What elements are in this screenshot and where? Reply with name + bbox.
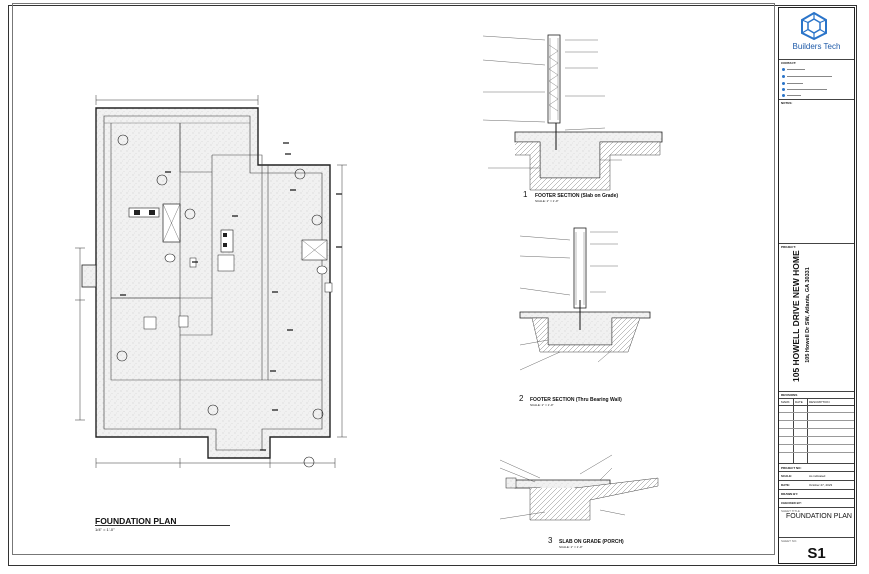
notes-cell: NOTES: (779, 100, 854, 244)
sheet-title: FOUNDATION PLAN (786, 513, 852, 520)
detail-2-drawing (519, 227, 651, 371)
revisions-row-line (779, 452, 854, 453)
sheet-number-cell: SHEET NO. S1 (779, 538, 854, 563)
contact-line (787, 76, 832, 77)
contact-line (787, 95, 801, 96)
drawing-area-border (12, 3, 775, 555)
project-address: 105 Howell Dr SW, Atlanta, GA 30331 (805, 267, 811, 363)
sheet-number-small: SHEET NO. (781, 539, 798, 543)
project-no-cell: PROJECT NO: (779, 464, 854, 472)
detail-3-number: 3 (548, 536, 553, 545)
revisions-table: MARK DATE DESCRIPTION (779, 398, 854, 464)
sheet-title-small: SHEET TITLE (781, 509, 800, 513)
contact-header: CONTACT: (781, 61, 797, 65)
detail-2-scale: SCALE: 1" = 1'-0" (530, 403, 554, 407)
revisions-col-divider (807, 398, 808, 464)
revision-column-mark: MARK (781, 400, 790, 404)
detail-3-title: SLAB ON GRADE (PORCH) (559, 539, 624, 545)
email-icon (782, 75, 785, 78)
checked-by-cell: CHECKED BY: (779, 499, 854, 508)
detail-3-drawing (499, 454, 659, 521)
detail-2-title: FOOTER SECTION (Thru Bearing Wall) (530, 397, 622, 403)
web-icon (782, 88, 785, 91)
drawn-by-cell: DRAWN BY: (779, 490, 854, 499)
revisions-header: REVISIONS (781, 393, 798, 397)
detail-2-number: 2 (519, 394, 524, 403)
date-label: DATE: (781, 483, 790, 487)
revisions-cell: REVISIONS MARK DATE DESCRIPTION (779, 392, 854, 464)
sheet-number: S1 (807, 545, 826, 562)
contact-line (787, 89, 827, 90)
revision-column-date: DATE (795, 400, 803, 404)
revisions-row-line (779, 444, 854, 445)
checked-by-label: CHECKED BY: (781, 501, 802, 505)
plan-title: FOUNDATION PLAN (95, 516, 177, 526)
contact-cell: CONTACT: (779, 60, 854, 100)
revisions-row-line (779, 412, 854, 413)
detail-1-drawing (482, 34, 663, 191)
contact-line (787, 69, 805, 70)
contact-person-icon (782, 82, 785, 85)
plan-scale: 1/4" = 1'-0" (95, 527, 115, 532)
project-no-label: PROJECT NO: (781, 466, 802, 470)
instagram-icon (782, 94, 785, 97)
revisions-table-header: MARK DATE DESCRIPTION (779, 398, 854, 406)
revisions-row-line (779, 420, 854, 421)
date-cell: DATE: October 27, 2023 (779, 481, 854, 490)
plan-title-underline (95, 525, 230, 526)
drawn-by-label: DRAWN BY: (781, 492, 799, 496)
project-name: 105 HOWELL DRIVE NEW HOME (791, 250, 801, 382)
project-header: PROJECT: (781, 245, 796, 249)
revisions-col-divider (793, 398, 794, 464)
phone-icon (782, 68, 785, 71)
detail-1-title: FOOTER SECTION (Slab on Grade) (535, 193, 619, 199)
date-value: October 27, 2023 (809, 483, 833, 487)
revisions-row-line (779, 436, 854, 437)
revision-column-description: DESCRIPTION (809, 400, 830, 404)
detail-1-scale: SCALE: 1" = 1'-0" (535, 199, 559, 203)
project-cell: PROJECT: 105 HOWELL DRIVE NEW HOME 105 H… (779, 244, 854, 392)
revisions-row-line (779, 428, 854, 429)
sheet-title-cell: SHEET TITLE FOUNDATION PLAN (779, 508, 854, 538)
detail-3-scale: SCALE: 1" = 1'-0" (559, 545, 583, 549)
logo-text: Builders Tech (792, 42, 841, 51)
builders-tech-logo-icon (801, 11, 827, 41)
contact-line (787, 83, 803, 84)
detail-1-number: 1 (523, 190, 528, 199)
scale-value: As indicated (809, 474, 826, 478)
title-block: Builders Tech CONTACT: NOTES: PROJECT: 1… (778, 7, 855, 564)
logo-cell: Builders Tech (779, 8, 854, 60)
scale-cell: SCALE: As indicated (779, 472, 854, 481)
foundation-plan-drawing (75, 95, 347, 468)
scale-label: SCALE: (781, 474, 793, 478)
notes-header: NOTES: (781, 101, 793, 105)
